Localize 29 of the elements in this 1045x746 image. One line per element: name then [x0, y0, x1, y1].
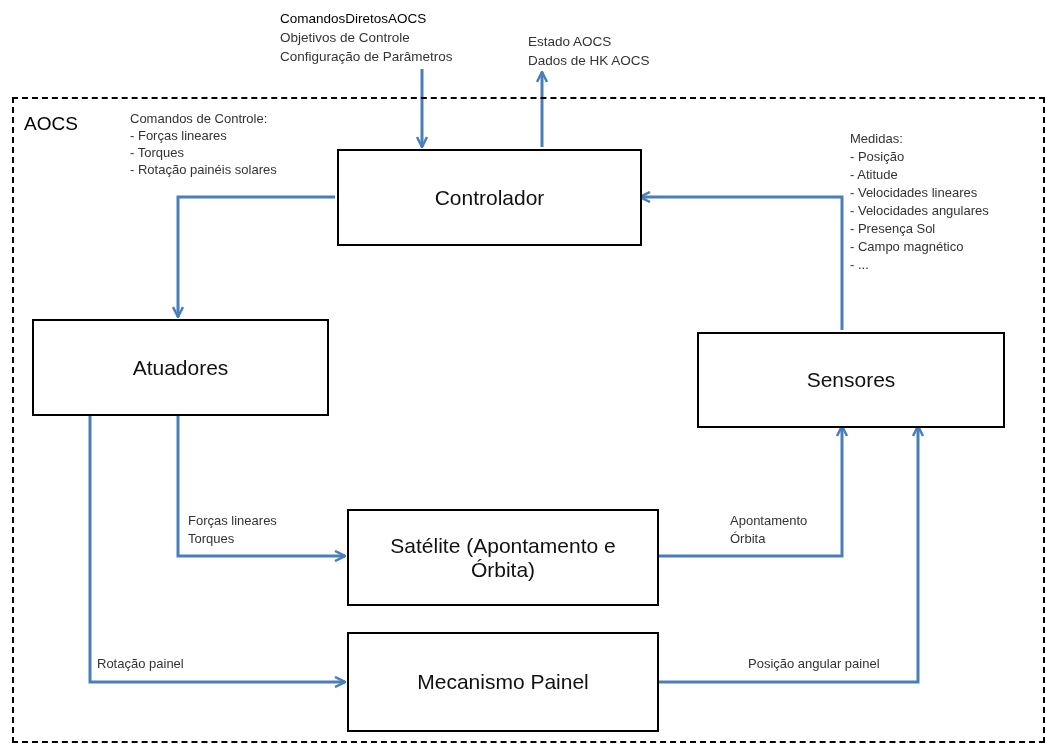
arrow — [415, 69, 429, 149]
system-boundary — [12, 97, 1045, 743]
arrow — [535, 70, 549, 147]
arrow — [176, 414, 347, 563]
note-text: - Posição — [850, 148, 905, 165]
process-box: Controlador — [337, 149, 642, 246]
note-text: - Forças lineares — [130, 127, 227, 144]
note-text: Comandos de Controle: — [130, 110, 268, 127]
interface-text: Configuração de Parâmetros — [280, 48, 454, 66]
arrow — [88, 414, 347, 689]
note-text: - ... — [850, 256, 869, 273]
note-text: Medidas: — [850, 130, 903, 147]
process-box: Atuadores — [32, 319, 329, 416]
process-box: Satélite (Apontamento e Órbita) — [347, 509, 659, 606]
process-box: Mecanismo Painel — [347, 632, 659, 732]
arrow — [171, 195, 335, 319]
note-text: - Torques — [130, 144, 184, 161]
interface-text: ComandosDiretosAOCS — [280, 10, 428, 28]
note-text: - Atitude — [850, 166, 898, 183]
process-box: Sensores — [697, 332, 1005, 428]
note-text: - Velocidades angulares — [850, 202, 989, 219]
note-text: - Campo magnético — [850, 238, 964, 255]
note-text: - Velocidades lineares — [850, 184, 978, 201]
note-text: - Rotação painéis solares — [130, 161, 277, 178]
interface-text: Objetivos de Controle — [280, 29, 411, 47]
boundary-title: AOCS — [24, 113, 78, 135]
note-text: - Presença Sol — [850, 220, 936, 237]
interface-text: Estado AOCS — [528, 33, 613, 51]
interface-text: Dados de HK AOCS — [528, 52, 651, 70]
